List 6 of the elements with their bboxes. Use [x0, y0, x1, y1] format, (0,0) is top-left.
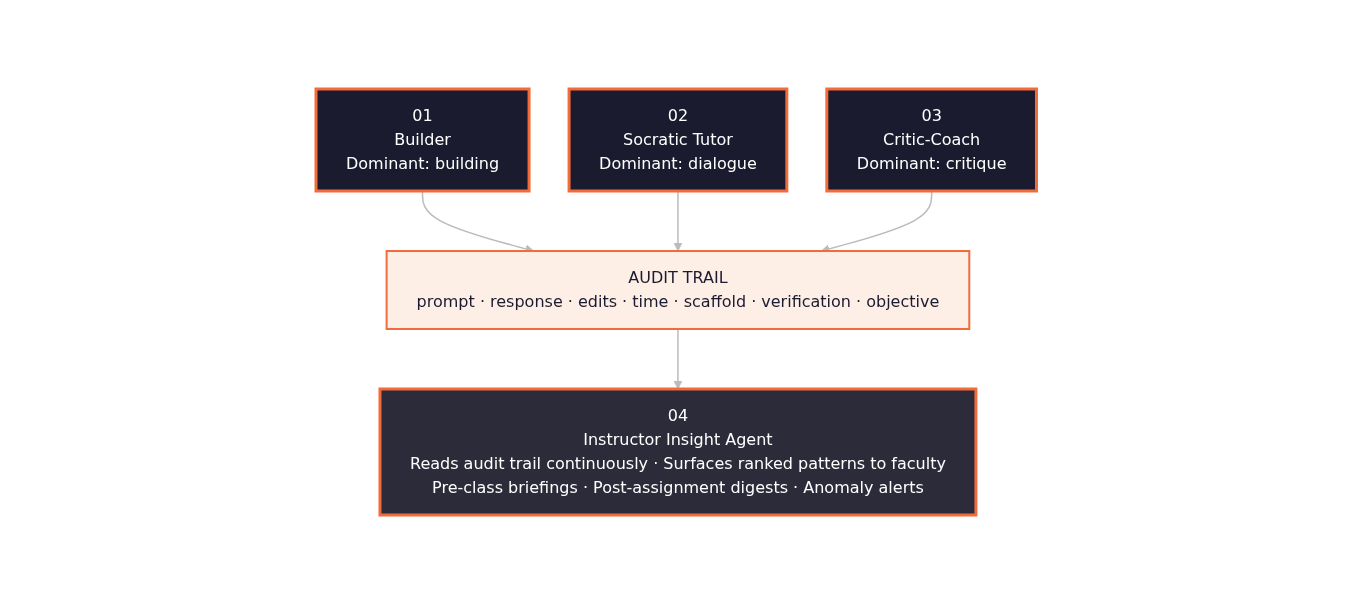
node-box: 02 Socratic Tutor Dominant: dialogue [567, 87, 789, 193]
node-box: 01 Builder Dominant: building [314, 87, 531, 193]
node-box: AUDIT TRAIL prompt · response · edits · time · scaffold · verification · objective [385, 250, 971, 330]
node-box: 04 Instructor Insight Agent Reads audit trail continuously · Surfaces ranked patterns to faculty Pre-class briefings · Post-assignment digests · Anomaly alerts [378, 387, 978, 517]
node-box: 03 Critic-Coach Dominant: critique [825, 87, 1039, 193]
arrow [673, 328, 683, 390]
